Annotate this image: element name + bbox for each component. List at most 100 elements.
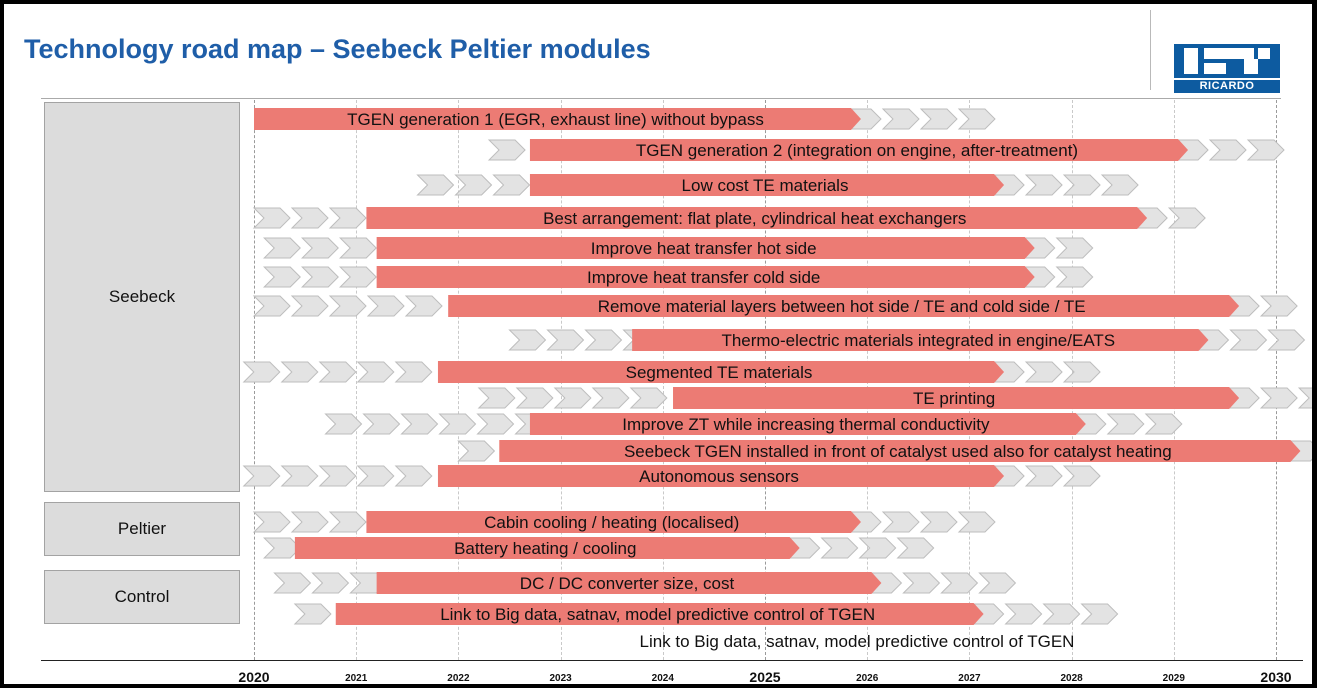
chevron-icon	[318, 361, 357, 383]
chevron-icon	[1297, 387, 1312, 409]
roadmap-bar	[529, 413, 1086, 435]
chevron-icon	[356, 361, 395, 383]
chevron-icon	[584, 329, 623, 351]
chevron-icon	[280, 465, 319, 487]
chevron-icon	[339, 266, 377, 288]
chevron-icon	[553, 387, 592, 409]
bar-label: Seebeck TGEN installed in front of catal…	[624, 442, 1172, 461]
chevron-icon	[318, 465, 357, 487]
chevron-icon	[902, 572, 941, 594]
page-title: Technology road map – Seebeck Peltier mo…	[24, 34, 651, 64]
chevron-icon	[1055, 266, 1094, 288]
bar-label: Improve ZT while increasing thermal cond…	[622, 415, 990, 434]
chevron-icon	[328, 295, 367, 317]
chevron-icon	[508, 329, 547, 351]
chevron-icon	[1055, 237, 1094, 259]
chevron-icon	[476, 413, 515, 435]
chevron-icon	[1259, 295, 1298, 317]
roadmap-bar	[632, 329, 1209, 351]
chevron-icon	[263, 237, 301, 259]
roadmap-bar	[437, 361, 1005, 383]
chevron-icon	[242, 465, 281, 487]
tick-label: 2028	[1060, 673, 1083, 684]
group-label: Seebeck	[108, 287, 176, 306]
chevron-icon	[394, 361, 433, 383]
chevron-icon	[394, 465, 433, 487]
chevron-icon	[362, 413, 401, 435]
chevron-icon	[546, 329, 585, 351]
chevron-icon	[339, 237, 377, 259]
tick-label: 2030	[1260, 669, 1292, 684]
bar-label: Low cost TE materials	[682, 176, 849, 195]
time-axis	[41, 660, 1303, 661]
chevron-icon	[252, 207, 291, 229]
chevron-icon	[301, 266, 339, 288]
bar-label: Autonomous sensors	[639, 467, 799, 486]
group-peltier: Peltier	[44, 502, 240, 556]
gridline	[1173, 100, 1175, 660]
chevron-icon	[515, 387, 554, 409]
chevron-icon	[1100, 174, 1139, 196]
chevron-icon	[1208, 139, 1247, 161]
chevron-icon	[820, 537, 859, 559]
chevron-icon	[242, 361, 281, 383]
roadmap-bar	[335, 603, 984, 625]
chevron-icon	[263, 537, 301, 559]
group-control: Control	[44, 570, 240, 624]
chevron-icon	[1024, 465, 1063, 487]
gridline	[1276, 100, 1277, 660]
chevron-icon	[293, 603, 332, 625]
chevron-icon	[311, 572, 350, 594]
bar-label: Battery heating / cooling	[454, 539, 636, 558]
chevron-icon	[1004, 603, 1043, 625]
title-separator	[1150, 10, 1151, 90]
tick-label: 2026	[856, 673, 879, 684]
chevron-icon	[858, 537, 897, 559]
chevron-icon	[252, 295, 291, 317]
chevron-icon	[1062, 174, 1101, 196]
bar-label: TGEN generation 1 (EGR, exhaust line) wi…	[347, 110, 764, 129]
chevron-icon	[400, 413, 439, 435]
bar-label: Remove material layers between hot side …	[598, 297, 1086, 316]
roadmap-bar	[376, 572, 882, 594]
group-label: Control	[114, 587, 170, 606]
roadmap-bar	[366, 511, 861, 533]
roadmap-bar	[294, 537, 800, 559]
chevron-icon	[1144, 413, 1183, 435]
chevron-icon	[273, 572, 312, 594]
chevron-icon	[477, 387, 516, 409]
chevron-icon	[881, 108, 920, 130]
roadmap-bar	[376, 237, 1035, 259]
group-label: Peltier	[117, 519, 167, 538]
bar-label: Best arrangement: flat plate, cylindrica…	[543, 209, 966, 228]
chevron-icon	[416, 174, 455, 196]
chevron-icon	[940, 572, 979, 594]
roadmap-bar	[366, 207, 1148, 229]
chevron-icon	[492, 174, 531, 196]
chevron-icon	[457, 440, 496, 462]
chevron-icon	[290, 511, 329, 533]
tick-label: 2022	[447, 673, 470, 684]
chevron-icon	[1080, 603, 1119, 625]
chevron-icon	[1024, 361, 1063, 383]
bar-label: TGEN generation 2 (integration on engine…	[636, 141, 1078, 160]
chevron-icon	[263, 266, 301, 288]
tick-label: 2025	[749, 669, 781, 684]
logo-r-icon	[1184, 48, 1270, 74]
chevron-icon	[356, 465, 395, 487]
chevron-icon	[919, 511, 958, 533]
chevron-icon	[1106, 413, 1145, 435]
chevron-icon	[978, 572, 1017, 594]
footnote-label: Link to Big data, satnav, model predicti…	[639, 632, 1074, 651]
bar-label: DC / DC converter size, cost	[520, 574, 735, 593]
chevron-icon	[1246, 139, 1285, 161]
logo-mark	[1174, 44, 1280, 78]
chevron-icon	[629, 387, 668, 409]
roadmap-bar	[448, 295, 1240, 317]
tick-label: 2021	[345, 673, 368, 684]
chevron-icon	[896, 537, 935, 559]
chevron-icon	[919, 108, 958, 130]
roadmap-bar	[499, 440, 1301, 462]
roadmap-bar	[376, 266, 1035, 288]
chevron-icon	[1024, 174, 1063, 196]
